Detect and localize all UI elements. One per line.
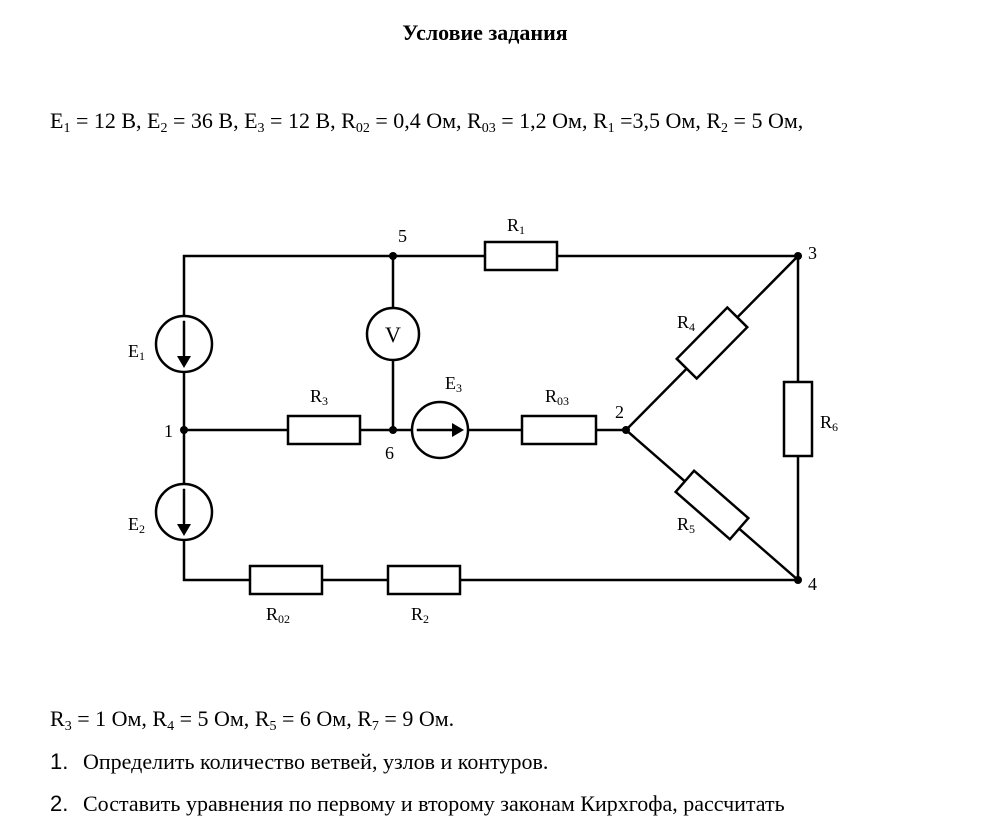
resistor-r4 xyxy=(674,305,750,381)
param-r2: R2 = 5 Ом, xyxy=(706,108,804,136)
junction-dot xyxy=(389,252,397,260)
param-r1: R1 =3,5 Ом, xyxy=(592,108,707,136)
label-r03: R03 xyxy=(545,386,569,408)
page-title: Условие задания xyxy=(402,20,568,45)
task-number: 1. xyxy=(50,749,69,774)
junction-dot xyxy=(389,426,397,434)
label-r2: R2 xyxy=(411,604,429,626)
label-r4: R4 xyxy=(677,312,695,334)
param-r3: R3 = 1 Ом, xyxy=(50,706,153,734)
label-e1: E1 xyxy=(128,341,145,363)
voltmeter xyxy=(365,306,421,362)
arrow-head-e1 xyxy=(177,356,191,368)
param-r7: R7 = 9 Ом. xyxy=(357,706,455,734)
label-e3: E3 xyxy=(445,373,462,395)
arrow-head-e2 xyxy=(177,524,191,536)
param-r4: R4 = 5 Ом, xyxy=(152,706,255,734)
task-item-1: 1. Определить количество ветвей, узлов и … xyxy=(50,749,548,775)
label-r6: R6 xyxy=(820,412,838,434)
param-r02: R02 = 0,4 Ом, xyxy=(341,108,468,136)
junction-dot xyxy=(180,426,188,434)
node-label-1: 1 xyxy=(164,421,173,441)
resistor-r3 xyxy=(286,414,362,446)
node-label-2: 2 xyxy=(615,402,624,422)
voltmeter-label: V xyxy=(385,322,401,347)
label-r5: R5 xyxy=(677,514,695,536)
node-label-6: 6 xyxy=(385,443,394,463)
task-item-2: 2. Составить уравнения по первому и второ… xyxy=(50,791,785,817)
label-e2: E2 xyxy=(128,514,145,536)
resistor-r03 xyxy=(520,414,598,446)
task-text: Составить уравнения по первому и второму… xyxy=(83,791,785,816)
parameters-line-2: R3 = 1 Ом, R4 = 5 Ом, R5 = 6 Ом, R7 = 9 … xyxy=(50,706,455,734)
resistor-r2 xyxy=(386,564,462,596)
arrow-head-e3 xyxy=(452,423,464,437)
label-r3: R3 xyxy=(310,386,328,408)
node-label-5: 5 xyxy=(398,226,407,246)
param-r5: R5 = 6 Ом, xyxy=(254,706,358,734)
resistor-r5 xyxy=(673,469,751,541)
param-e1: E1 = 12 В, xyxy=(50,108,148,136)
junction-dot xyxy=(794,576,802,584)
parameters-line-1: E1 = 12 В, E2 = 36 В, E3 = 12 В, R02 = 0… xyxy=(50,108,804,136)
resistor-r6 xyxy=(782,380,814,458)
node-label-4: 4 xyxy=(808,574,817,594)
node-label-3: 3 xyxy=(808,243,817,263)
junction-dot xyxy=(794,252,802,260)
resistor-r1 xyxy=(483,240,559,272)
wire-bottom-left xyxy=(182,538,252,582)
param-e2: E2 = 36 В, xyxy=(147,108,245,136)
task-text: Определить количество ветвей, узлов и ко… xyxy=(83,749,549,774)
label-r1: R1 xyxy=(507,215,525,237)
param-e3: E3 = 12 В, xyxy=(244,108,342,136)
junction-dot xyxy=(622,426,630,434)
task-number: 2. xyxy=(50,791,69,816)
resistor-r02 xyxy=(248,564,324,596)
wire-top-left xyxy=(182,254,395,318)
label-r02: R02 xyxy=(266,604,290,626)
param-r03: R03 = 1,2 Ом, xyxy=(467,108,593,136)
